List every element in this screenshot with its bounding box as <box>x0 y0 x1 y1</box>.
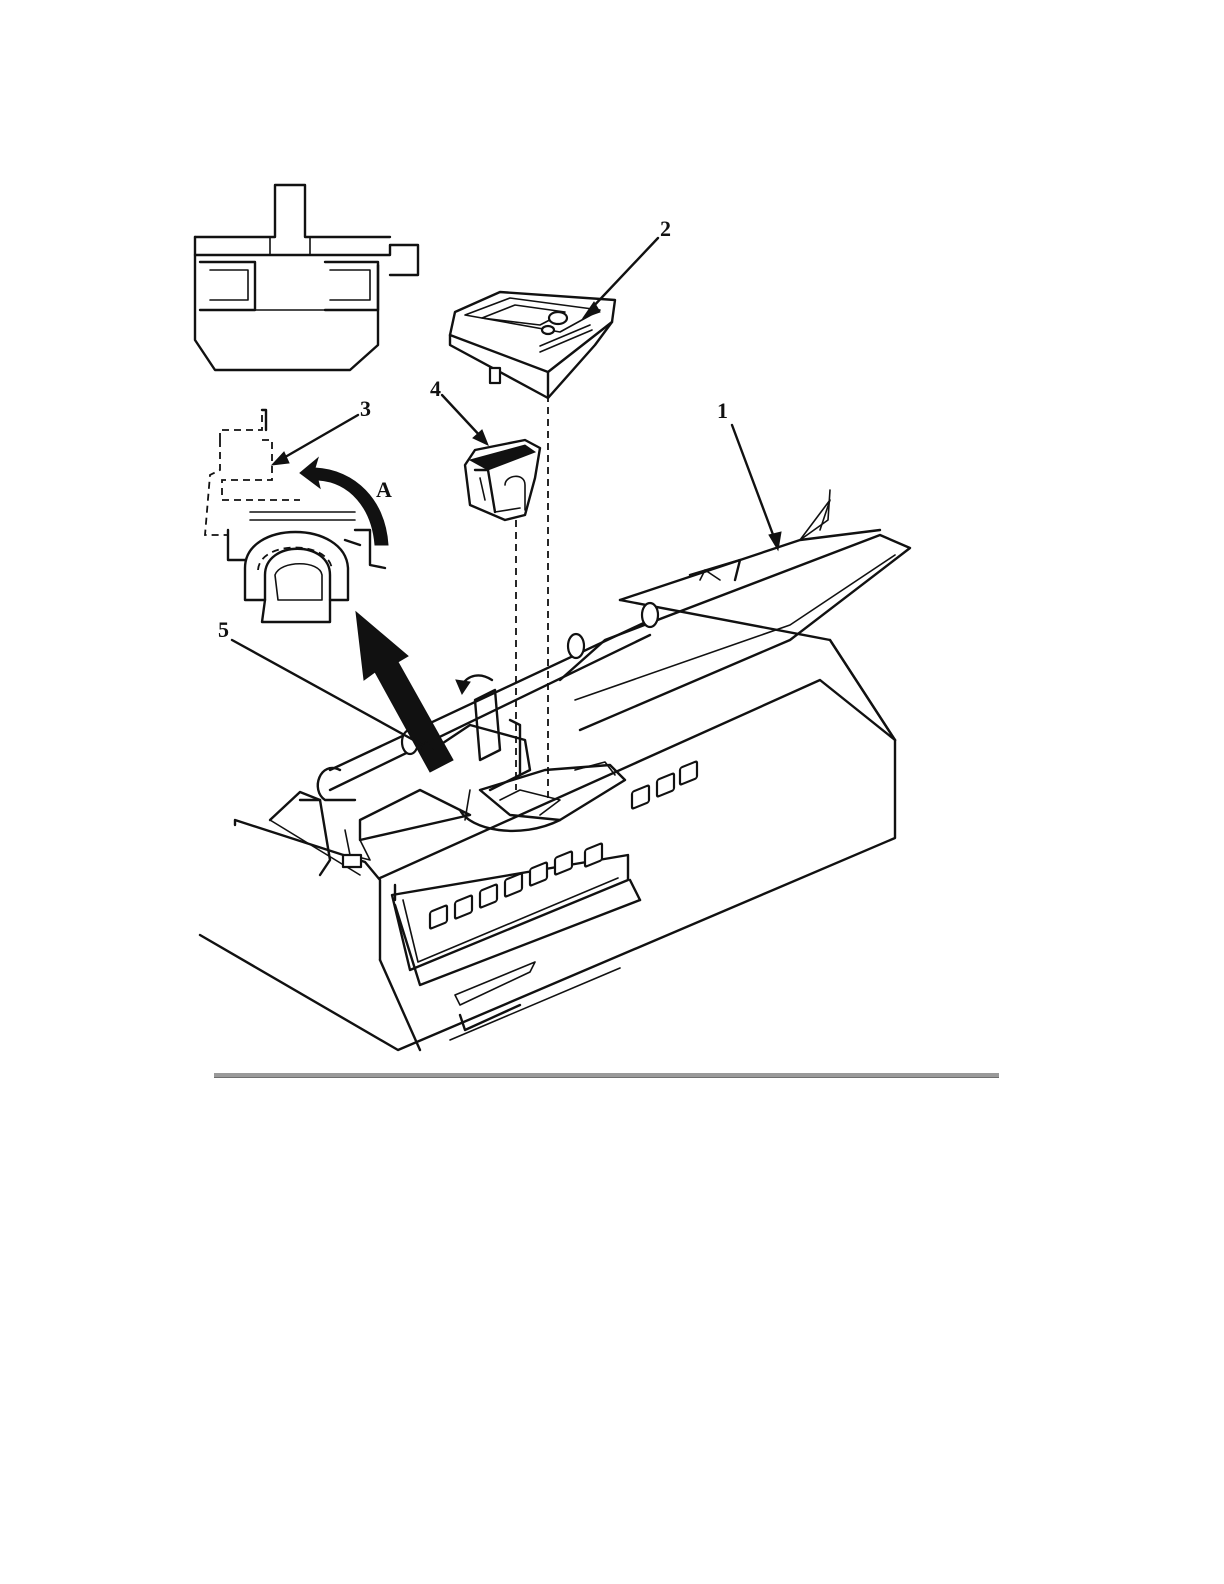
panel-buttons <box>430 761 697 929</box>
printer-ribbon-diagram: 1 2 3 4 5 A <box>0 0 1224 1100</box>
panel-button-9 <box>657 773 674 797</box>
callout-5: 5 <box>218 617 229 642</box>
access-cover <box>560 490 910 730</box>
callout-4: 4 <box>430 376 441 401</box>
arrow-a-label: A <box>376 477 392 502</box>
panel-button-7 <box>585 843 602 867</box>
horizontal-rule <box>214 1073 999 1078</box>
print-head-front-view <box>195 185 418 370</box>
panel-button-4 <box>505 873 522 897</box>
panel-button-2 <box>455 895 472 919</box>
panel-button-8 <box>632 785 649 809</box>
panel-button-3 <box>480 884 497 908</box>
panel-button-1 <box>430 905 447 929</box>
print-head <box>465 440 540 520</box>
panel-button-10 <box>680 761 697 785</box>
callout-2: 2 <box>660 216 671 241</box>
head-lever-detail <box>205 410 385 622</box>
platen-shaft <box>270 603 658 875</box>
panel-button-6 <box>555 851 572 875</box>
panel-button-5 <box>530 862 547 886</box>
rotate-arrow-icon <box>456 675 492 694</box>
callout-leaders <box>232 238 781 752</box>
arrow-a-icon <box>300 458 388 545</box>
callout-1: 1 <box>717 398 728 423</box>
callout-3: 3 <box>360 396 371 421</box>
